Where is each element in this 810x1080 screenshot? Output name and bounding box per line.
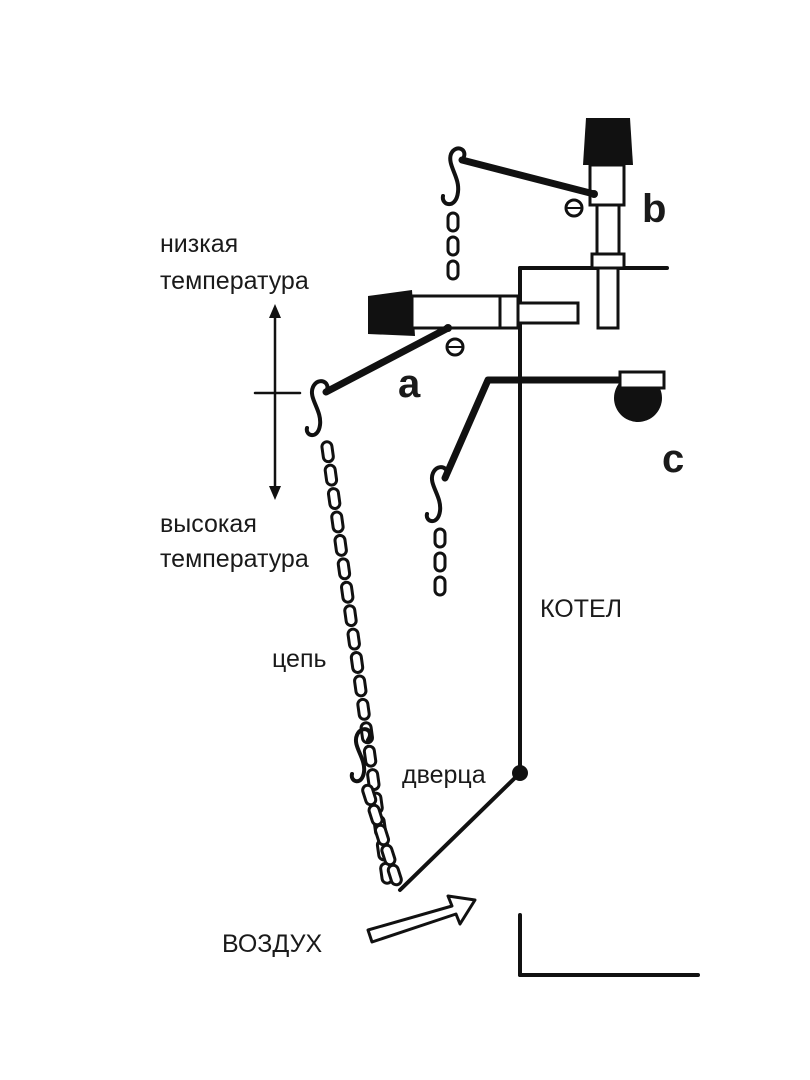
chain-loop-hook <box>349 727 372 784</box>
chain-link <box>323 463 339 487</box>
air-arrow-icon <box>366 894 477 944</box>
chain-link <box>333 533 348 557</box>
regulator-a-label: a <box>398 362 421 406</box>
chain-link <box>330 510 345 534</box>
regulator-b-knob <box>583 118 633 165</box>
temperature-scale <box>253 304 302 500</box>
boiler-wall <box>518 266 669 775</box>
door-label: дверца <box>402 761 486 789</box>
high-temp-label-line2: температура <box>160 545 309 573</box>
chain-b <box>446 211 460 281</box>
boiler-label: КОТЕЛ <box>540 595 622 623</box>
chain-link <box>349 651 365 674</box>
chain-link <box>386 863 403 887</box>
chain-link <box>320 440 335 464</box>
chain-link <box>336 557 352 581</box>
chain-c <box>433 527 447 597</box>
chain-label: цепь <box>272 645 327 673</box>
regulator-c-label: c <box>662 437 684 481</box>
air-label: ВОЗДУХ <box>222 930 322 958</box>
low-temp-label-line2: температура <box>160 267 309 295</box>
chain-link <box>346 627 361 651</box>
low-temp-label-line1: низкая <box>160 230 238 258</box>
regulator-a <box>304 290 580 438</box>
arrow-up-icon <box>269 304 281 318</box>
chain-link <box>326 487 342 511</box>
boiler-door <box>398 765 528 892</box>
chain-link <box>362 744 378 768</box>
floor-corner <box>518 913 700 977</box>
arrow-down-icon <box>269 486 281 500</box>
chain-link <box>356 697 371 721</box>
regulator-b-label: b <box>642 187 666 231</box>
chain-a <box>320 440 403 887</box>
regulator-c <box>424 370 666 597</box>
chain-link <box>340 580 355 604</box>
regulator-b <box>440 118 633 330</box>
chain-link <box>353 674 368 698</box>
high-temp-label-line1: высокая <box>160 510 257 538</box>
regulator-a-knob <box>368 290 415 336</box>
chain-link <box>343 604 358 628</box>
